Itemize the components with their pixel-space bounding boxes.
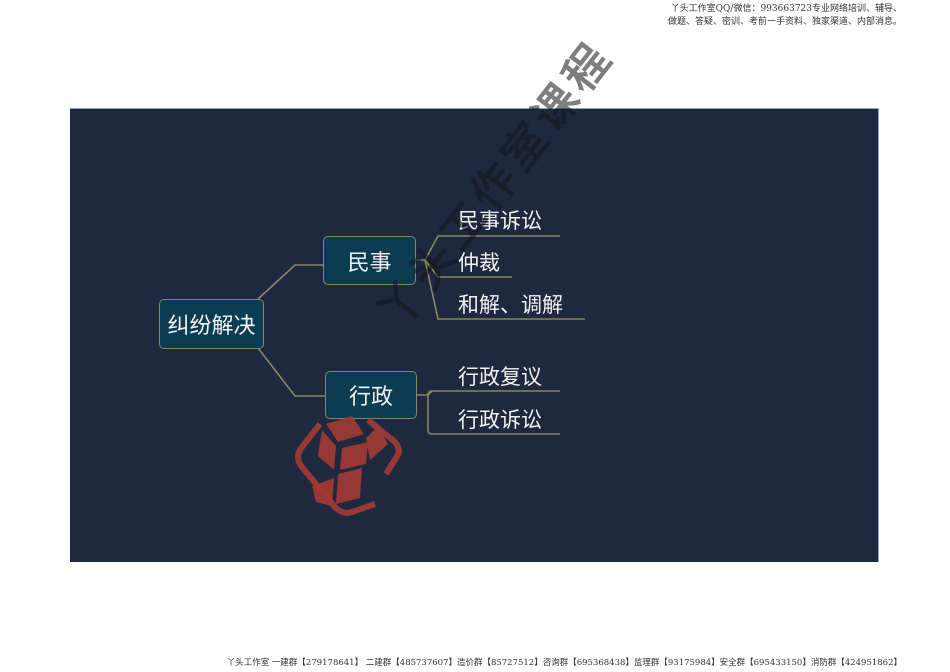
branch-node-civil[interactable]: 民事 [323, 236, 416, 285]
header-line-1: 丫头工作室QQ/微信：993663723专业网络培训、辅导、 [670, 4, 902, 14]
branch-node-label: 民事 [347, 250, 392, 276]
branch-node-administrative[interactable]: 行政 [325, 371, 417, 419]
leaf-node-admin-litigation[interactable]: 行政诉讼 [458, 408, 542, 432]
root-node-label: 纠纷解决 [167, 314, 256, 339]
header-contact-note: 丫头工作室QQ/微信：993663723专业网络培训、辅导、 做题、答疑、密训、… [668, 3, 902, 29]
branch-node-label: 行政 [348, 385, 393, 410]
footer-group-list: 丫头工作室 一建群【279178641】 二建群【485737607】造价群【8… [226, 658, 902, 668]
leaf-node-admin-review[interactable]: 行政复议 [458, 365, 542, 389]
leaf-node-arbitration[interactable]: 仲裁 [458, 251, 500, 275]
header-line-2: 做题、答疑、密训、考前一手资料、独家渠道、内部消息。 [667, 17, 902, 27]
leaf-node-mediation[interactable]: 和解、调解 [458, 293, 563, 317]
root-node[interactable]: 纠纷解决 [159, 299, 264, 349]
leaf-node-civil-litigation[interactable]: 民事诉讼 [458, 209, 542, 233]
